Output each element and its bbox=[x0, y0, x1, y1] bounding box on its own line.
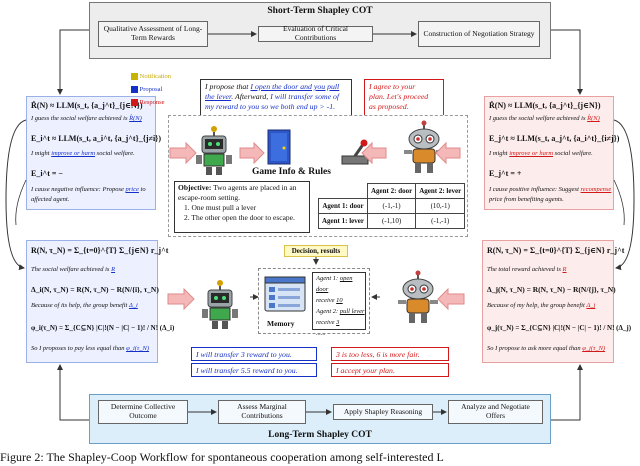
left-top-eq3: E_i^t = − bbox=[31, 169, 63, 178]
legend-proposal: Proposal bbox=[131, 86, 162, 94]
lever-icon bbox=[341, 139, 369, 165]
right-bottom-panel: R(N, τ_N) = Σ_{t=0}^{T} Σ_{j∈N} r_j^t Th… bbox=[482, 240, 631, 363]
left-chat-1: I will transfer 3 reward to you. bbox=[191, 347, 317, 361]
action-arrows bbox=[169, 141, 461, 165]
left-bottom-text3: So I proposes to pay less equal than φ_i… bbox=[31, 345, 149, 352]
figure-caption: Figure 2: The Shapley-Coop Workflow for … bbox=[0, 450, 444, 464]
right-top-text1: I guess the social welfare achieved is R… bbox=[489, 115, 600, 122]
right-bottom-eq3: φ_j(τ_N) = Σ_{C⊆N} |C|!(N − |C| − 1)! / … bbox=[487, 324, 632, 332]
table-header-cell: Agent 2: door bbox=[366, 183, 417, 199]
short-term-title: Short-Term Shapley COT bbox=[267, 6, 373, 16]
left-bottom-eq2: Δ_i(N, τ_N) = R(N, τ_N) − R(N/{i}, τ_N) bbox=[31, 285, 159, 294]
long-term-step-1: Determine Collective Outcome bbox=[98, 400, 188, 424]
memory-list: Agent 1: open door receive 10 Agent 2: p… bbox=[312, 272, 366, 337]
table-header-cell bbox=[318, 183, 368, 199]
left-top-eq1: R̂(N) ≈ LLM(s_t, {a_j^t}_{j∈N}) bbox=[31, 101, 143, 110]
left-top-text3b: affected agent. bbox=[31, 196, 70, 203]
table-row: Agent 2: door Agent 2: lever bbox=[318, 183, 466, 199]
left-top-text2: I might improve or harm social welfare. bbox=[31, 150, 135, 157]
table-row: Agent 1: door (-1,-1) (10,-1) bbox=[318, 198, 466, 214]
table-cell: (-1,-1) bbox=[366, 198, 417, 214]
table-cell: (-1,-1) bbox=[415, 213, 466, 229]
long-term-step-2: Assess Marginal Contributions bbox=[218, 400, 306, 424]
left-robot-lower-icon bbox=[202, 280, 238, 329]
left-bottom-text1: The social welfare achieved is R bbox=[31, 266, 116, 273]
table-cell: (-1,10) bbox=[366, 213, 417, 229]
memory-entry: Agent 1: open door bbox=[316, 275, 353, 293]
left-top-panel: R̂(N) ≈ LLM(s_t, {a_j^t}_{j∈N}) I guess … bbox=[26, 96, 161, 210]
proposal-bubble: I propose that I open the door and you p… bbox=[200, 79, 352, 119]
long-term-step-3: Apply Shapley Reasoning bbox=[333, 404, 433, 420]
left-bottom-panel: R(N, τ_N) = Σ_{t=0}^{T} Σ_{j∈N} r_j^t Th… bbox=[26, 240, 174, 363]
memory-window-icon bbox=[264, 276, 306, 312]
response-bubble: I agree to your plan. Let's proceed as p… bbox=[364, 79, 444, 119]
legend: Notification Proposal Response bbox=[131, 73, 191, 111]
lower-action-arrows bbox=[167, 287, 465, 311]
right-bottom-eq1: R(N, τ_N) = Σ_{t=0}^{T} Σ_{j∈N} r_j^t bbox=[487, 246, 625, 255]
right-top-eq2: E_j^t ≈ LLM(s_t, a_j^t, {a_i^t}_{i≠j}) bbox=[489, 134, 620, 143]
long-term-title: Long-Term Shapley COT bbox=[268, 430, 372, 440]
memory-label: Memory bbox=[267, 319, 295, 328]
right-bottom-text1: The total reward achieved is R bbox=[487, 266, 567, 273]
short-term-step-3: Construction of Negotiation Strategy bbox=[418, 21, 540, 47]
legend-response: Response bbox=[131, 99, 165, 107]
left-chat-2: I will transfer 5.5 reward to you. bbox=[191, 363, 317, 377]
left-top-eq2: E_i^t ≈ LLM(s_t, a_i^t, {a_j^t}_{j≠i}) bbox=[31, 134, 161, 143]
right-top-text3b: price from benefiting agents. bbox=[489, 196, 564, 203]
table-row: Agent 1: lever (-1,10) (-1,-1) bbox=[318, 213, 466, 229]
table-cell: (10,-1) bbox=[415, 198, 466, 214]
game-info-title: Game Info & Rules bbox=[252, 167, 331, 177]
objective-line-1: Objective: Two agents are placed in an bbox=[178, 183, 297, 192]
objective-box: Objective: Two agents are placed in an e… bbox=[174, 181, 310, 233]
decision-results-tag: Decision, results bbox=[284, 245, 348, 257]
table-cell: Agent 1: lever bbox=[318, 213, 368, 229]
right-bottom-text3: So I propose to ask more equal than φ_j(… bbox=[487, 345, 606, 352]
short-term-step-2: Evaluation of Critical Contributions bbox=[258, 25, 373, 42]
right-top-text3: I cause positive influence: Suggest reco… bbox=[489, 186, 612, 193]
table-header-cell: Agent 2: lever bbox=[415, 183, 466, 199]
memory-entry: Agent 2: pull lever bbox=[316, 308, 365, 315]
right-top-eq3: E_j^t = + bbox=[489, 169, 522, 178]
rule-2: 2. The other open the door to escape. bbox=[184, 213, 295, 223]
left-robot-icon bbox=[196, 126, 232, 175]
objective-line-2: escape-room setting. bbox=[178, 193, 241, 203]
right-bottom-eq2: Δ_j(N, τ_N) = R(N, τ_N) − R(N/{j}, τ_N) bbox=[487, 285, 616, 294]
door-icon bbox=[267, 129, 291, 165]
right-bottom-text2: Because of my help, the group benefit Δ_… bbox=[487, 302, 596, 309]
right-chat-2: I accept your plan. bbox=[331, 363, 449, 377]
memory-dots: ...... bbox=[316, 330, 326, 337]
left-top-text3: I cause negative influence: Propose pric… bbox=[31, 186, 146, 193]
rule-1: 1. One must pull a lever bbox=[184, 203, 257, 213]
right-chat-1: 3 is too less, 6 is more fair. bbox=[331, 347, 449, 361]
right-top-eq1: R̂(N) ≈ LLM(s_t, {a_j^t}_{j∈N}) bbox=[489, 101, 601, 110]
right-top-text2: I might improve or harm social welfare. bbox=[489, 150, 593, 157]
legend-notification: Notification bbox=[131, 73, 171, 81]
left-bottom-text2: Because of its help, the group benefit Δ… bbox=[31, 302, 138, 309]
short-term-step-1: Qualitative Assessment of Long-Term Rewa… bbox=[98, 21, 208, 47]
table-cell: Agent 1: door bbox=[318, 198, 368, 214]
long-term-step-4: Analyze and Negotiate Offers bbox=[448, 400, 543, 424]
left-bottom-eq3: φ_i(τ_N) = Σ_{C⊆N} |C|!(N − |C| − 1)! / … bbox=[31, 324, 175, 332]
payoff-table: Agent 2: door Agent 2: lever Agent 1: do… bbox=[318, 183, 466, 229]
right-top-panel: R̂(N) ≈ LLM(s_t, {a_j^t}_{j∈N}) I guess … bbox=[484, 96, 619, 210]
right-robot-lower-icon bbox=[398, 270, 438, 323]
left-top-text1: I guess the social welfare achieved is R… bbox=[31, 115, 142, 122]
memory-entry: receive 10 bbox=[316, 297, 343, 304]
left-bottom-eq1: R(N, τ_N) = Σ_{t=0}^{T} Σ_{j∈N} r_j^t bbox=[31, 246, 169, 255]
memory-entry: receive 3 bbox=[316, 319, 340, 326]
